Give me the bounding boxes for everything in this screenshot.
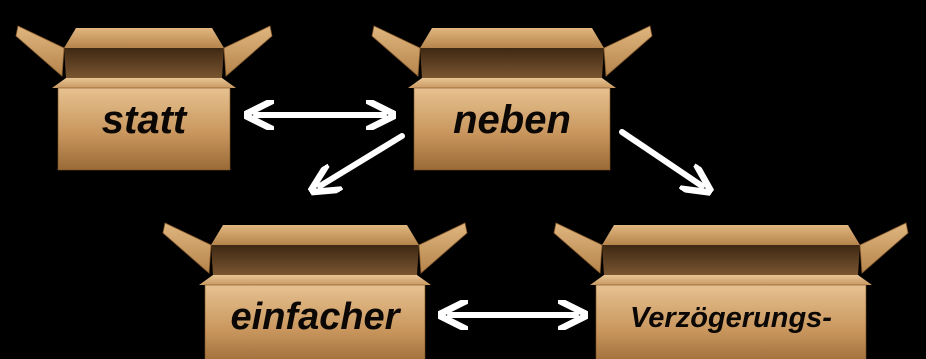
box-label-einfacher: einfacher <box>231 296 402 338</box>
box-verzoegerungs: Verzögerungs- <box>553 222 909 359</box>
connections <box>256 115 702 315</box>
box-label-verzoegerungs: Verzögerungs- <box>630 302 832 334</box>
arrow-neben-to-einfacher <box>320 133 405 186</box>
box-label-neben: neben <box>453 98 571 142</box>
box-einfacher: einfacher <box>162 222 468 359</box>
box-statt: statt <box>15 25 273 171</box>
box-label-statt: statt <box>102 98 188 142</box>
arrow-neben-to-verzoegerungs <box>619 129 702 186</box>
box-neben: neben <box>371 25 653 171</box>
boxes: statt neben einfacher Verzögerungs- <box>15 25 909 359</box>
